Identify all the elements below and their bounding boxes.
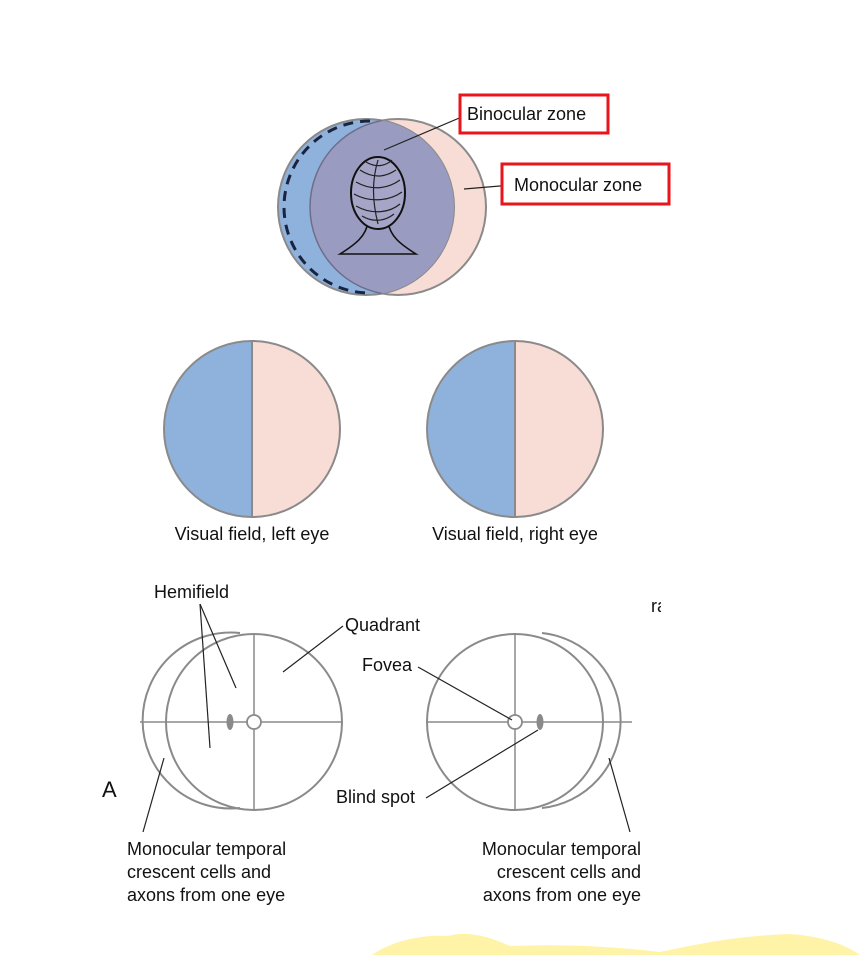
right-crescent-line-3: axons from one eye: [483, 885, 641, 905]
hemifield-leader-2: [200, 604, 210, 748]
quadrant-label: Quadrant: [345, 615, 420, 635]
fovea-marker-right: [508, 715, 522, 729]
left-crescent-line-3: axons from one eye: [127, 885, 285, 905]
binocular-field-illustration: [278, 119, 486, 295]
blind-spot-marker-left: [227, 714, 234, 730]
visual-field-right-eye: [427, 341, 603, 517]
fovea-label: Fovea: [362, 655, 413, 675]
right-crescent-line-2: crescent cells and: [497, 862, 641, 882]
panel-letter: A: [102, 777, 117, 802]
yellow-banner-decoration: [372, 934, 860, 955]
binocular-zone-label: Binocular zone: [467, 104, 586, 124]
blind-spot-label: Blind spot: [336, 787, 415, 807]
right-crescent-line-1: Monocular temporal: [482, 839, 641, 859]
quadrant-leader: [283, 626, 343, 672]
right-eye-field-diagram: [427, 633, 632, 810]
left-crescent-leader: [143, 758, 164, 832]
left-crescent-line-1: Monocular temporal: [127, 839, 286, 859]
monocular-zone-label: Monocular zone: [514, 175, 642, 195]
blind-spot-marker-right: [537, 714, 544, 730]
hemifield-label: Hemifield: [154, 582, 229, 602]
blind-spot-leader: [426, 730, 538, 798]
left-crescent-line-2: crescent cells and: [127, 862, 271, 882]
left-eye-field-diagram: [140, 633, 342, 811]
visual-field-left-label: Visual field, left eye: [175, 524, 330, 544]
right-crescent-leader: [609, 758, 630, 832]
visual-field-right-label: Visual field, right eye: [432, 524, 598, 544]
fovea-marker-left: [247, 715, 261, 729]
visual-field-left-eye: [164, 341, 340, 517]
